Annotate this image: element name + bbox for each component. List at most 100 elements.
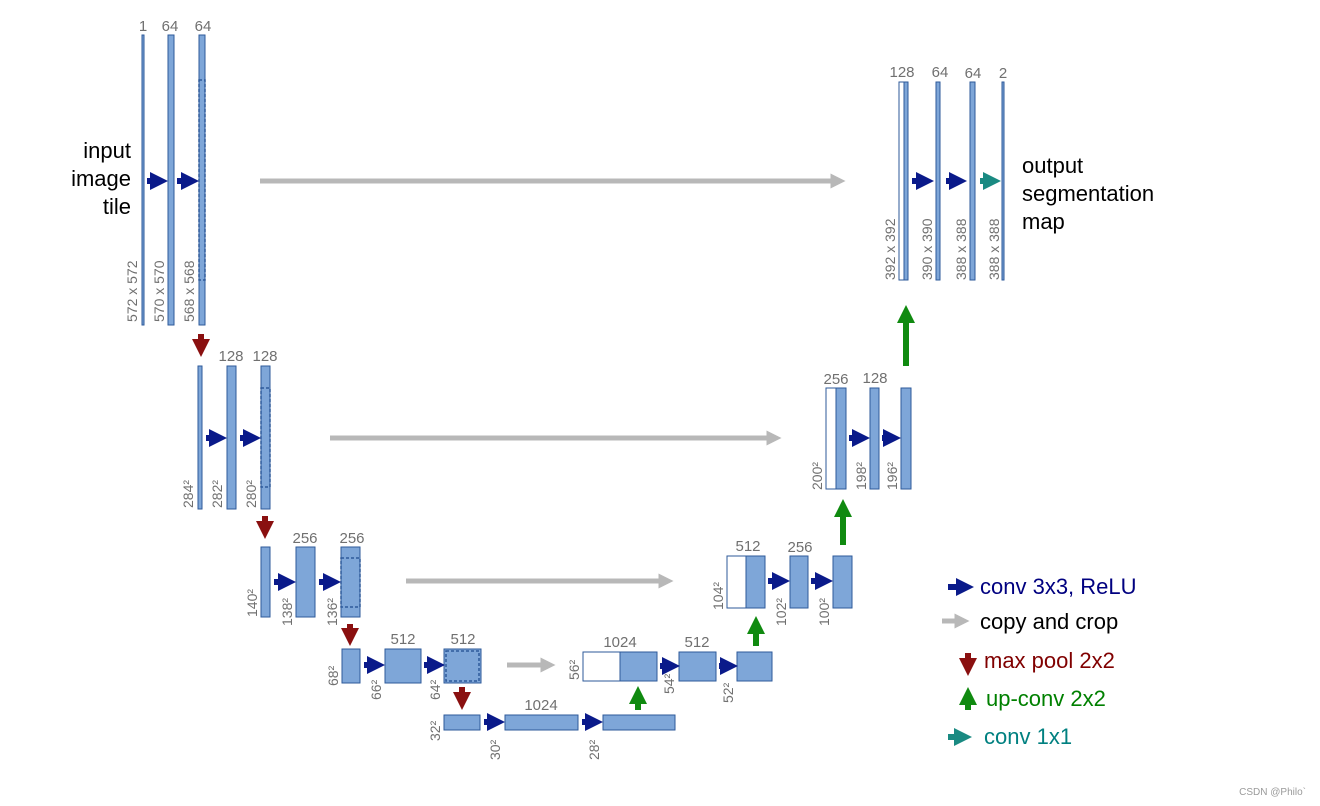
bottleneck-level: 1024 32² 30² 28² [427, 697, 676, 760]
decoder-level-2: 256 128 200² 198² 196² [809, 370, 912, 490]
channel-label: 512 [735, 538, 760, 555]
size-label: 32² [427, 720, 443, 741]
crop-region [445, 650, 480, 682]
size-label: 104² [710, 582, 726, 610]
size-label: 198² [853, 462, 869, 490]
decoder-level-3: 512 256 104² 102² 100² [710, 538, 853, 626]
legend: conv 3x3, ReLU copy and crop max pool 2x… [942, 574, 1137, 749]
channel-label: 128 [889, 64, 914, 81]
legend-conv1x1-label: conv 1x1 [984, 724, 1072, 749]
feature-map-input [141, 34, 145, 326]
size-label: 196² [884, 462, 900, 490]
legend-maxpool-label: max pool 2x2 [984, 648, 1115, 673]
size-label: 282² [209, 480, 225, 508]
feature-map [167, 34, 175, 326]
feature-map [384, 648, 422, 684]
feature-map [900, 387, 912, 490]
feature-map [903, 81, 909, 281]
input-label-line: tile [103, 194, 131, 219]
encoder-level-1: 1 64 64 572 x 572 570 x 570 568 x 568 [124, 18, 212, 326]
feature-map [295, 546, 316, 618]
cropped-copy-map [898, 81, 905, 281]
feature-map [969, 81, 976, 281]
size-label: 56² [566, 659, 582, 680]
channel-label: 64 [965, 65, 982, 82]
size-label: 136² [324, 598, 340, 626]
crop-region [198, 79, 206, 281]
channel-label: 128 [218, 348, 243, 365]
encoder-level-4: 512 512 68² 66² 64² [325, 631, 482, 700]
legend-conv3x3-label: conv 3x3, ReLU [980, 574, 1137, 599]
feature-map [341, 648, 361, 684]
feature-map [789, 555, 809, 609]
output-map [1001, 81, 1005, 281]
encoder-level-3: 256 256 140² 138² 136² [244, 530, 365, 626]
size-label: 200² [809, 462, 825, 490]
size-label: 138² [279, 598, 295, 626]
size-label: 54² [661, 673, 677, 694]
channel-label: 256 [823, 371, 848, 388]
size-label: 388 x 388 [953, 218, 969, 280]
channel-label: 256 [339, 530, 364, 547]
channel-label: 512 [450, 631, 475, 648]
size-label: 280² [243, 480, 259, 508]
size-label: 102² [773, 598, 789, 626]
legend-copy-crop-label: copy and crop [980, 609, 1118, 634]
legend-upconv-label: up-conv 2x2 [986, 686, 1106, 711]
feature-map [832, 555, 853, 609]
channel-label: 2 [999, 65, 1007, 82]
decoder-level-4: 1024 512 56² 54² 52² [566, 634, 773, 703]
size-label: 140² [244, 589, 260, 617]
channel-label: 64 [195, 18, 212, 35]
size-label: 392 x 392 [882, 218, 898, 280]
decoder-level-1: 128 64 64 2 392 x 392 390 x 390 388 x 38… [882, 64, 1007, 281]
size-label: 390 x 390 [919, 218, 935, 280]
feature-map [197, 365, 203, 510]
crop-region [260, 387, 271, 488]
size-label: 100² [816, 598, 832, 626]
channel-label: 128 [862, 370, 887, 387]
channel-label: 256 [787, 539, 812, 556]
feature-map [226, 365, 237, 510]
size-label: 388 x 388 [986, 218, 1002, 280]
feature-map [443, 714, 481, 731]
output-label-line: map [1022, 209, 1065, 234]
size-label: 66² [368, 679, 384, 700]
feature-map [198, 34, 206, 326]
cropped-copy-map [582, 651, 621, 682]
feature-map [602, 714, 676, 731]
channel-label: 1 [139, 18, 147, 35]
size-label: 284² [180, 480, 196, 508]
output-label-line: output [1022, 153, 1083, 178]
size-label: 30² [487, 739, 503, 760]
watermark: CSDN @Philo` [1239, 786, 1306, 798]
feature-map [619, 651, 658, 682]
feature-map [935, 81, 941, 281]
feature-map [443, 648, 482, 684]
channel-label: 64 [162, 18, 179, 35]
channel-label: 256 [292, 530, 317, 547]
input-label-line: input [83, 138, 131, 163]
cropped-copy-map [825, 387, 837, 490]
feature-map [835, 387, 847, 490]
channel-label: 512 [684, 634, 709, 651]
size-label: 68² [325, 665, 341, 686]
channel-label: 1024 [524, 697, 557, 714]
size-label: 28² [586, 739, 602, 760]
crop-region [340, 557, 361, 608]
channel-label: 128 [252, 348, 277, 365]
size-label: 570 x 570 [151, 260, 167, 322]
feature-map [504, 714, 579, 731]
input-label-line: image [71, 166, 131, 191]
size-label: 572 x 572 [124, 260, 140, 322]
channel-label: 1024 [603, 634, 636, 651]
feature-map [745, 555, 766, 609]
output-label-line: segmentation [1022, 181, 1154, 206]
feature-map [736, 651, 773, 682]
channel-label: 64 [932, 64, 949, 81]
feature-map [678, 651, 717, 682]
feature-map [260, 546, 271, 618]
size-label: 52² [720, 682, 736, 703]
encoder-level-2: 128 128 284² 282² 280² [180, 348, 278, 510]
